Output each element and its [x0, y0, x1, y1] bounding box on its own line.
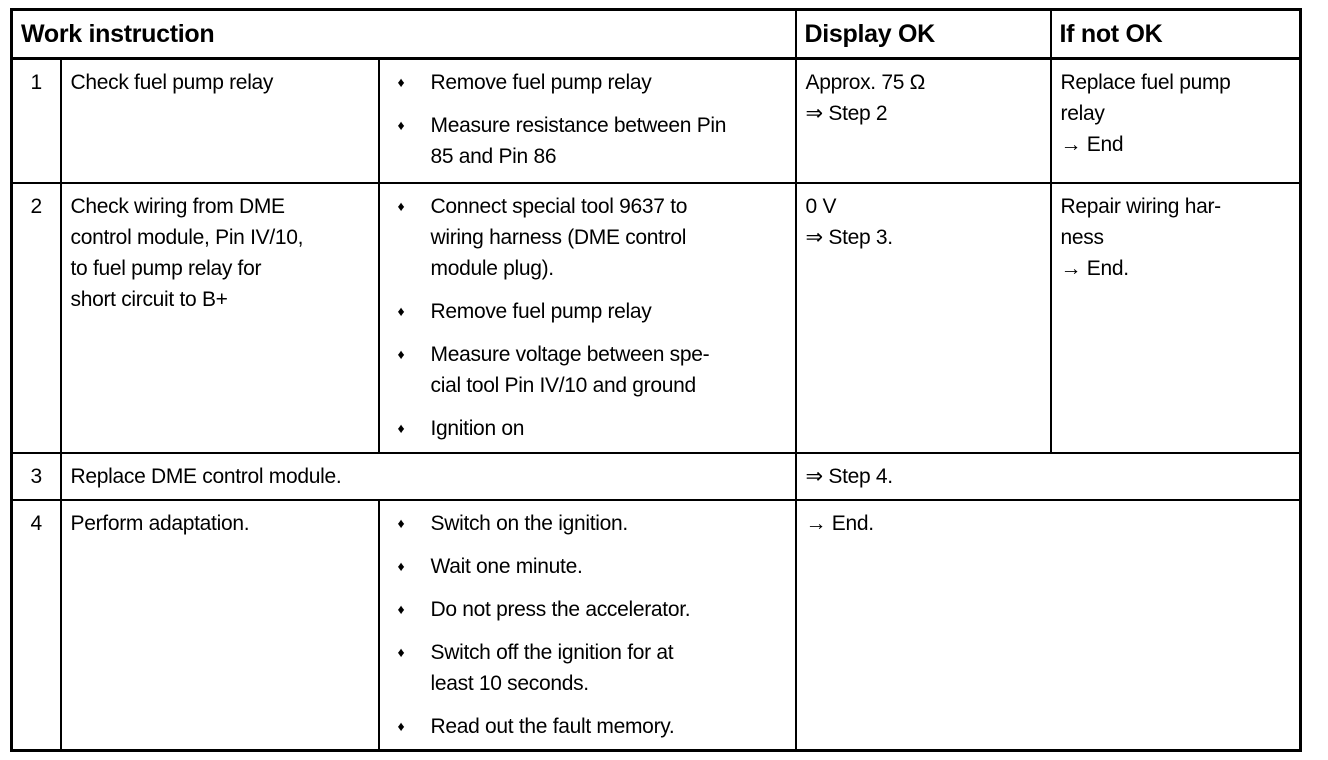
action-item: ♦ Read out the fault memory.: [398, 711, 789, 742]
action-item: ♦ Wait one minute.: [398, 551, 789, 582]
action-text: Do not press the accelerator.: [430, 597, 691, 621]
action-item: ♦ Measure voltage between spe- cial tool…: [398, 339, 789, 401]
bullet-diamond-icon: ♦: [397, 643, 405, 660]
action-item: ♦ Switch on the ignition.: [398, 508, 789, 539]
action-text: Ignition on: [430, 416, 525, 440]
bullet-diamond-icon: ♦: [397, 600, 405, 617]
actions-cell: ♦ Switch on the ignition. ♦ Wait one min…: [377, 498, 797, 751]
header-display-ok: Display OK: [794, 8, 1052, 60]
header-work-instruction: Work instruction: [10, 8, 797, 60]
action-item: ♦ Connect special tool 9637 to wiring ha…: [398, 191, 789, 284]
table-row-step-1: 1 Check fuel pump relay ♦ Remove fuel pu…: [10, 57, 1302, 184]
table-row-step-4: 4 Perform adaptation. ♦ Switch on the ig…: [10, 498, 1302, 751]
table-row-step-3: 3 Replace DME control module. ⇒ Step 4.: [10, 451, 1302, 501]
action-text: Connect special tool 9637 to wiring harn…: [430, 194, 688, 280]
action-text: Switch off the ignition for at least 10 …: [430, 640, 674, 695]
action-text: Read out the fault memory.: [430, 714, 675, 738]
if-not-ok-cell: Repair wiring har- ness → End.: [1049, 181, 1302, 454]
step-number: 4: [10, 498, 62, 751]
bullet-diamond-icon: ♦: [397, 345, 405, 362]
table-header-row: Work instruction Display OK If not OK: [10, 8, 1302, 60]
bullet-diamond-icon: ♦: [397, 197, 405, 214]
instruction-cell: Check fuel pump relay: [59, 57, 380, 184]
action-text: Measure voltage between spe- cial tool P…: [430, 342, 710, 397]
bullet-diamond-icon: ♦: [397, 74, 405, 90]
instruction-cell: Perform adaptation.: [59, 498, 380, 751]
step-number: 3: [10, 451, 62, 501]
action-item: ♦ Ignition on: [398, 413, 789, 444]
display-ok-cell: Approx. 75 Ω ⇒ Step 2: [794, 57, 1052, 184]
header-if-not-ok: If not OK: [1049, 8, 1302, 60]
actions-cell: ♦ Remove fuel pump relay ♦ Measure resis…: [377, 57, 797, 184]
action-text: Switch on the ignition.: [430, 511, 629, 535]
bullet-diamond-icon: ♦: [397, 117, 405, 133]
table-row-step-2: 2 Check wiring from DME control module, …: [10, 181, 1302, 454]
action-item: ♦ Switch off the ignition for at least 1…: [398, 637, 789, 699]
instruction-cell: Replace DME control module.: [59, 451, 797, 501]
action-text: Remove fuel pump relay: [430, 299, 652, 323]
action-item: ♦ Do not press the accelerator.: [398, 594, 789, 625]
action-text: Remove fuel pump relay: [430, 71, 652, 94]
action-text: Wait one minute.: [430, 554, 583, 578]
actions-cell: ♦ Connect special tool 9637 to wiring ha…: [377, 181, 797, 454]
action-item: ♦ Remove fuel pump relay: [398, 296, 789, 327]
action-text: Measure resistance between Pin 85 and Pi…: [430, 114, 727, 168]
step-number: 1: [10, 57, 62, 184]
action-item: ♦ Measure resistance between Pin 85 and …: [398, 110, 789, 172]
result-cell: → End.: [794, 498, 1302, 751]
action-item: ♦ Remove fuel pump relay: [398, 67, 789, 98]
step-number: 2: [10, 181, 62, 454]
bullet-diamond-icon: ♦: [397, 302, 405, 319]
bullet-diamond-icon: ♦: [397, 717, 405, 734]
instruction-cell: Check wiring from DME control module, Pi…: [59, 181, 380, 454]
bullet-diamond-icon: ♦: [397, 557, 405, 574]
bullet-diamond-icon: ♦: [397, 514, 405, 531]
if-not-ok-cell: Replace fuel pump relay → End: [1049, 57, 1302, 184]
result-cell: ⇒ Step 4.: [794, 451, 1302, 501]
bullet-diamond-icon: ♦: [397, 419, 405, 436]
work-instruction-table: Work instruction Display OK If not OK 1 …: [10, 8, 1303, 752]
display-ok-cell: 0 V ⇒ Step 3.: [794, 181, 1052, 454]
